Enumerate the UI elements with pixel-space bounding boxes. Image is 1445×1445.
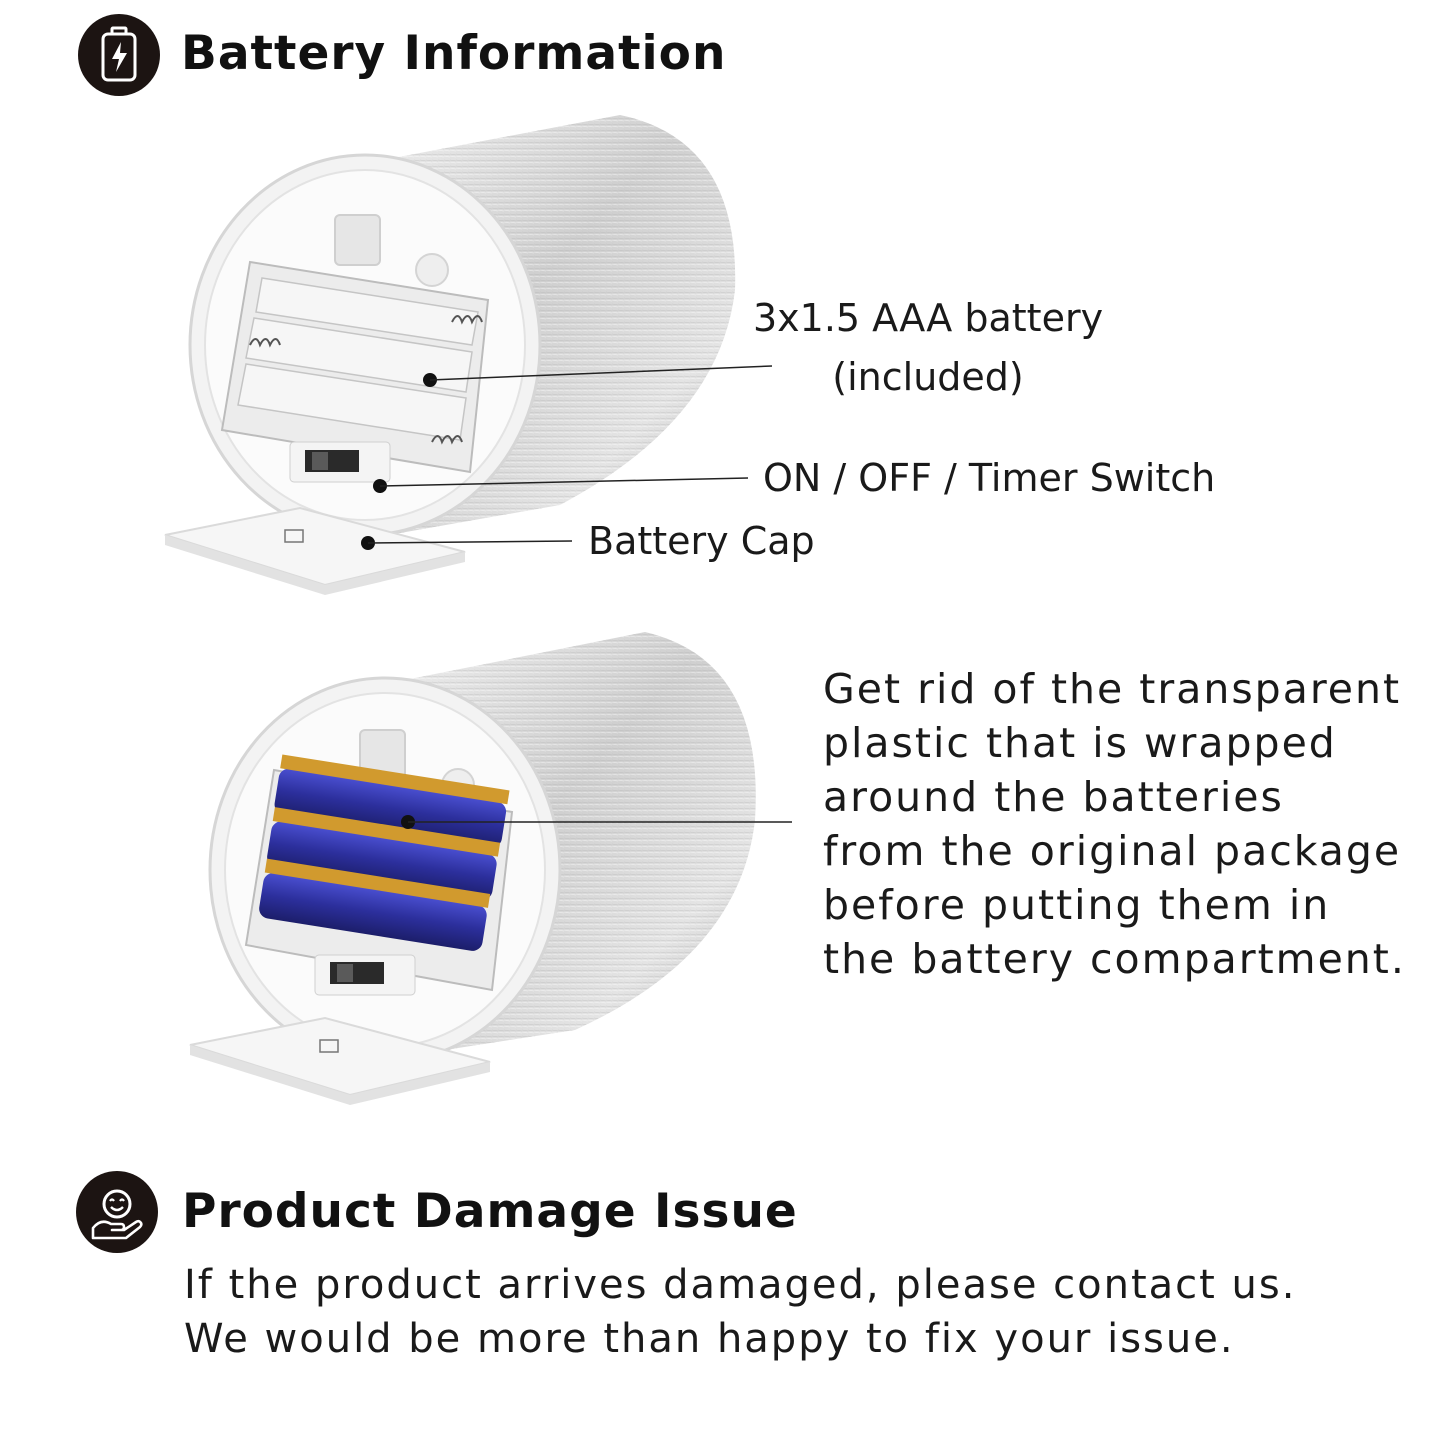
battery-cap-2	[189, 1016, 491, 1105]
candle-bottom	[208, 632, 756, 1064]
battery-cap-1	[164, 506, 466, 595]
switch-callout-label: ON / OFF / Timer Switch	[763, 456, 1216, 500]
note-line: the battery compartment.	[823, 935, 1406, 983]
battery-callout-line1: 3x1.5 AAA battery	[753, 296, 1104, 340]
damage-section-title: Product Damage Issue	[182, 1184, 798, 1239]
battery-icon-badge	[78, 14, 160, 96]
battery-callout-label: 3x1.5 AAA battery (included)	[753, 289, 1103, 407]
note-line: around the batteries	[823, 773, 1284, 821]
damage-line: If the product arrives damaged, please c…	[184, 1262, 1297, 1308]
candle-top	[188, 115, 736, 540]
battery-callout-line	[429, 365, 773, 381]
plastic-removal-note: Get rid of the transparent plastic that …	[823, 662, 1406, 986]
note-line: from the original package	[823, 827, 1402, 875]
note-line: before putting them in	[823, 881, 1331, 929]
cap-callout-line	[367, 540, 573, 544]
battery-callout-line2: (included)	[832, 354, 1024, 399]
note-line: plastic that is wrapped	[823, 719, 1337, 767]
damage-icon-badge	[76, 1171, 158, 1253]
smile-hand-icon	[91, 1189, 143, 1240]
damage-line: We would be more than happy to fix your …	[184, 1316, 1235, 1362]
switch-callout-line	[379, 477, 749, 487]
battery-section-title: Battery Information	[181, 26, 727, 81]
battery-charging-icon	[101, 26, 137, 82]
damage-message: If the product arrives damaged, please c…	[184, 1258, 1296, 1366]
note-line: Get rid of the transparent	[823, 665, 1402, 713]
cap-callout-label: Battery Cap	[588, 519, 815, 563]
